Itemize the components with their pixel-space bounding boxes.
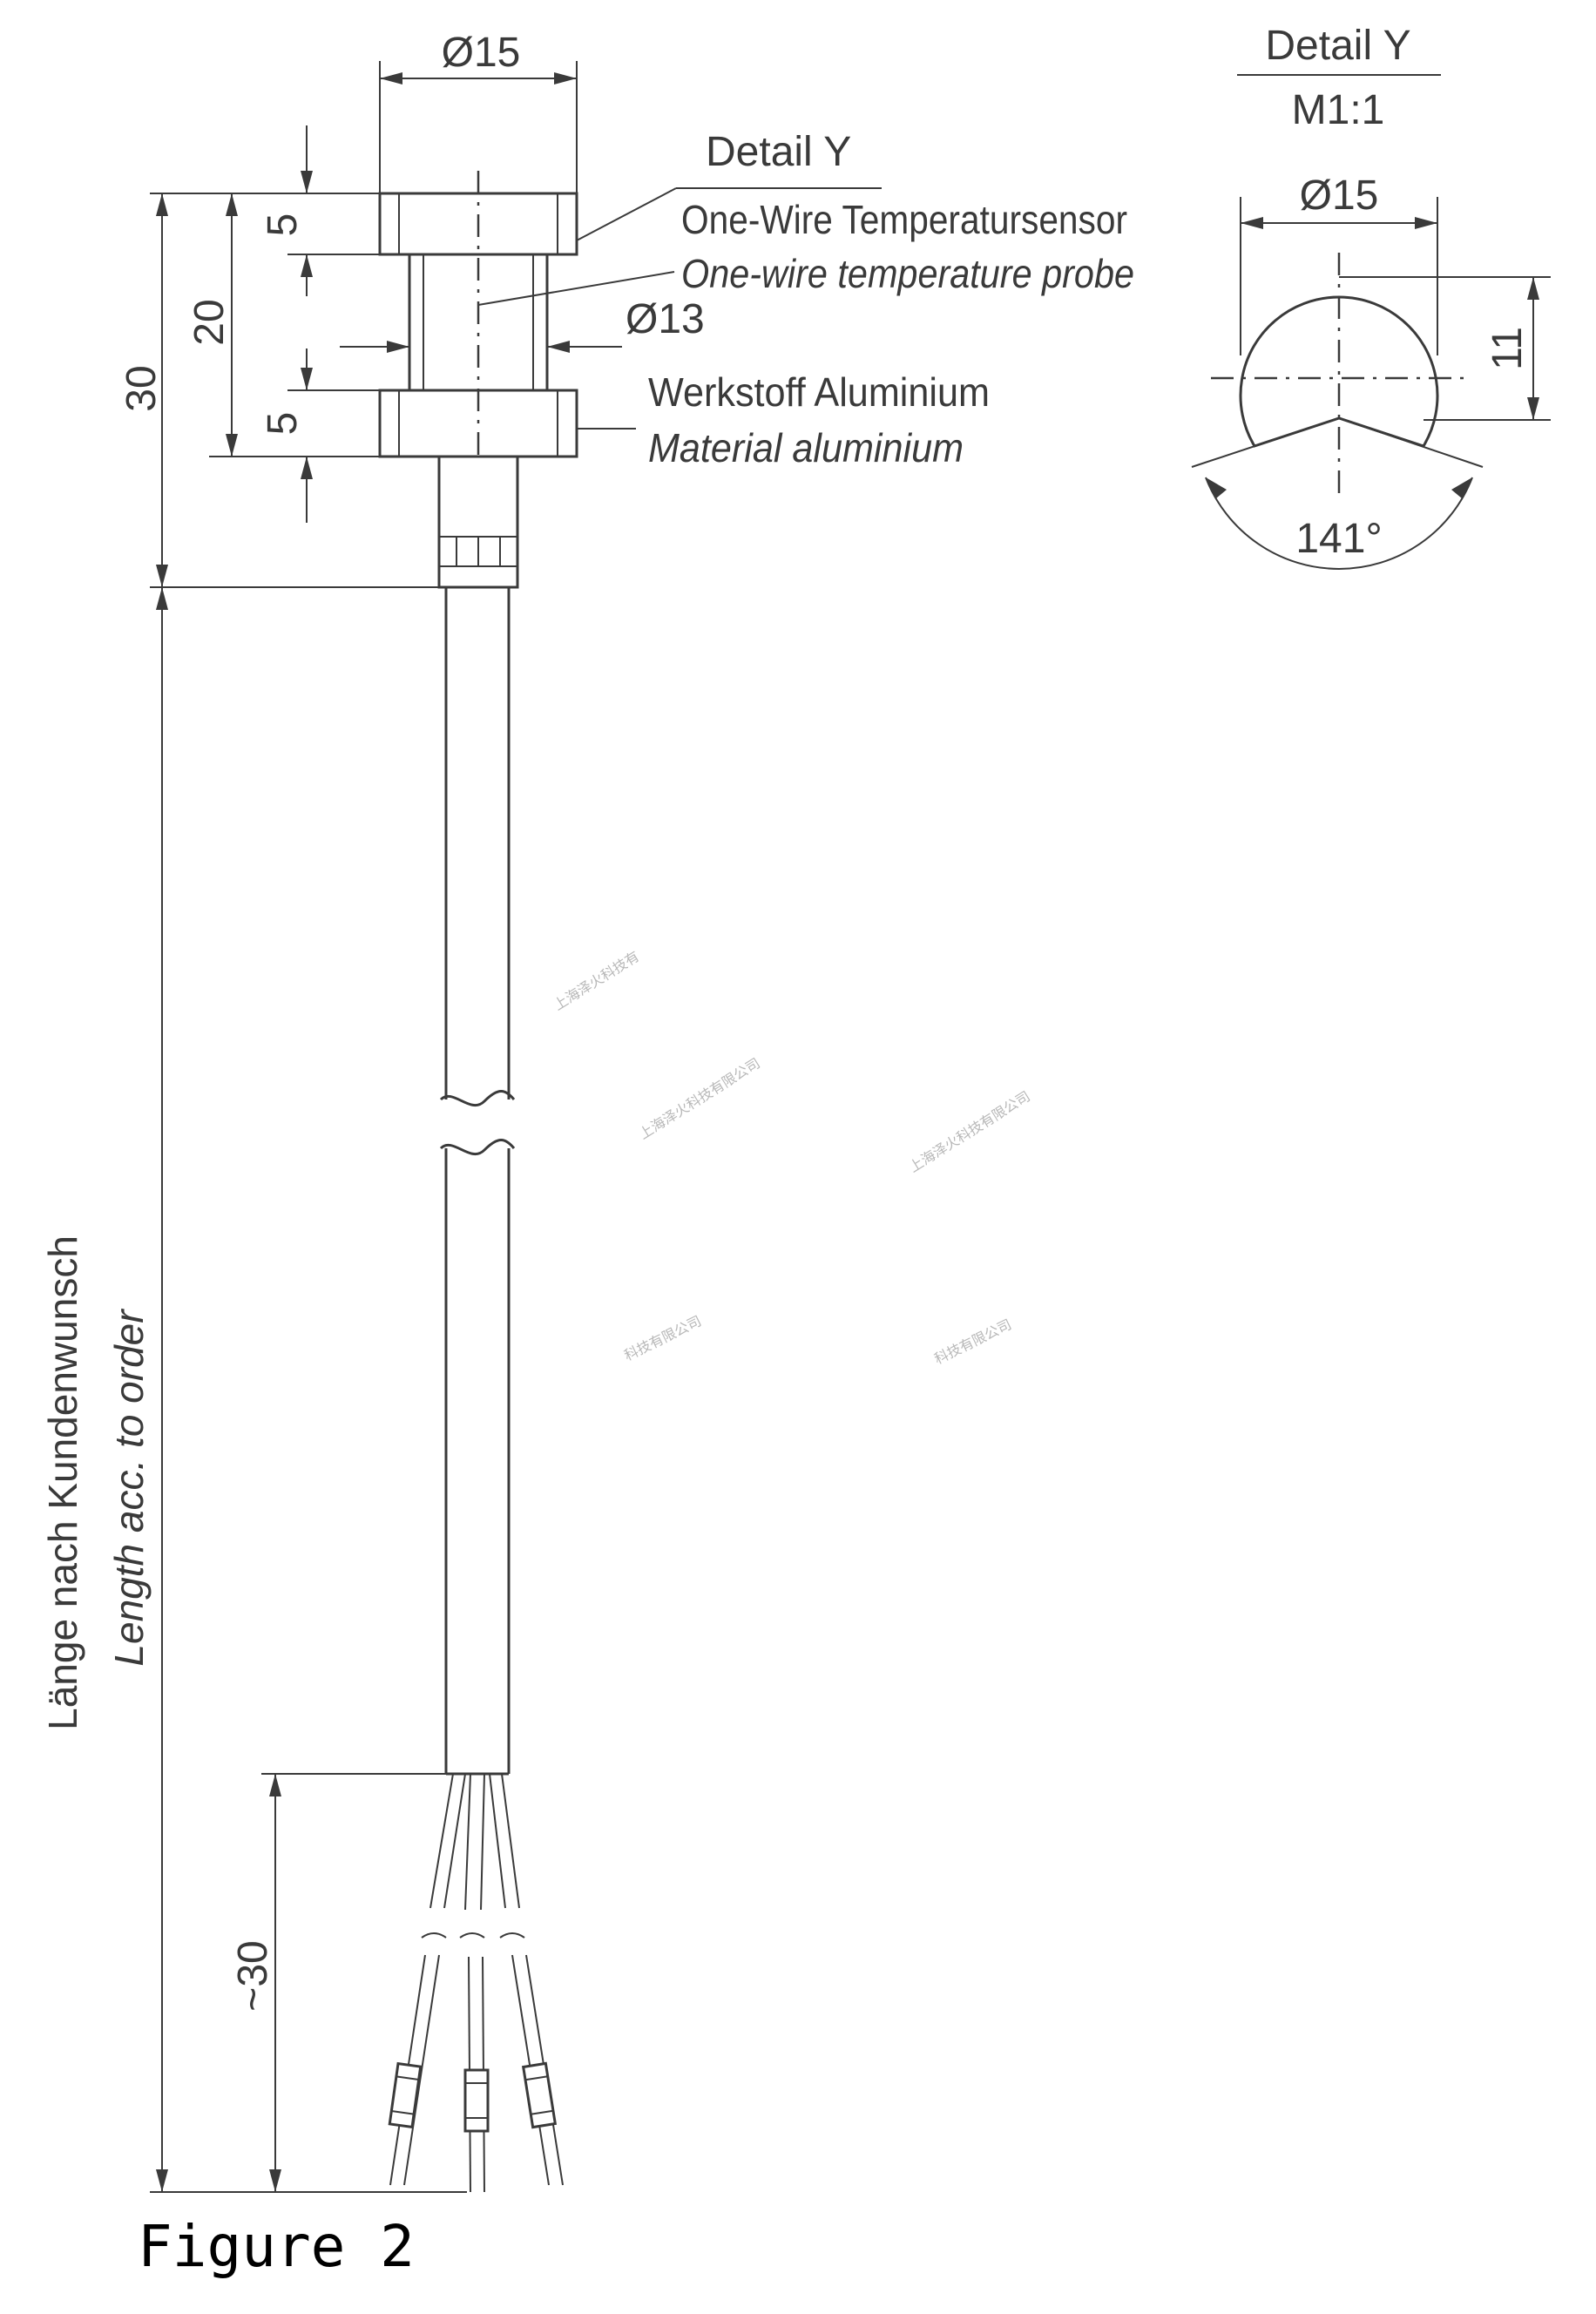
- svg-text:上海泽火科技有限公司: 上海泽火科技有限公司: [636, 1054, 763, 1142]
- dimension-cable-length: Länge nach Kundenwunsch Length acc. to o…: [40, 587, 168, 2192]
- material-label-de: Werkstoff Aluminium: [648, 369, 990, 415]
- dimension-height-30: 30: [118, 193, 168, 587]
- dim-label-dia-15: Ø15: [442, 30, 521, 76]
- detail-dim-height: 11: [1484, 327, 1531, 370]
- dim-label-5-top: 5: [260, 213, 306, 237]
- dimension-height-5-bottom: 5: [260, 348, 313, 523]
- svg-text:科技有限公司: 科技有限公司: [931, 1316, 1014, 1367]
- dimension-wire-length: ~30: [230, 1774, 281, 2192]
- detail-cross-section: [1239, 295, 1439, 448]
- length-label-de: Länge nach Kundenwunsch: [40, 1235, 85, 1730]
- sensor-label-de: One-Wire Temperatursensor: [681, 197, 1127, 242]
- detail-y-ref: Detail Y: [706, 129, 851, 175]
- extension-lines-left: [150, 193, 467, 2193]
- dimension-height-20: 20: [186, 193, 238, 457]
- dimension-height-5-top: 5: [260, 125, 313, 296]
- detail-angle: 141°: [1295, 516, 1382, 562]
- figure-caption: Figure 2: [138, 2213, 415, 2280]
- dim-label-30: 30: [118, 365, 165, 411]
- detail-dim-dia: Ø15: [1300, 173, 1379, 219]
- dim-label-dia-13: Ø13: [626, 296, 705, 342]
- svg-text:上海泽火科技有限公司: 上海泽火科技有限公司: [906, 1087, 1033, 1175]
- sensor-housing: [378, 171, 578, 558]
- dimension-dia-13: Ø13: [340, 296, 705, 353]
- detail-scale: M1:1: [1292, 87, 1385, 133]
- sensor-label-en: One-wire temperature probe: [681, 251, 1134, 296]
- dim-label-5-bottom: 5: [260, 412, 306, 436]
- cable: [439, 587, 516, 1776]
- detail-y-view: Detail Y M1:1 Ø15 11 141°: [1191, 23, 1551, 570]
- detail-title: Detail Y: [1265, 23, 1410, 69]
- leader-notes: Detail Y One-Wire Temperatursensor One-w…: [477, 129, 1134, 470]
- svg-text:科技有限公司: 科技有限公司: [621, 1312, 704, 1363]
- dimension-dia-15: Ø15: [379, 30, 578, 193]
- material-label-en: Material aluminium: [648, 425, 964, 470]
- dim-label-20: 20: [186, 299, 233, 345]
- length-label-en: Length acc. to order: [106, 1309, 152, 1667]
- svg-text:上海泽火科技有: 上海泽火科技有: [551, 948, 642, 1013]
- dim-label-wire-length: ~30: [230, 1940, 276, 2011]
- watermark: 上海泽火科技有 上海泽火科技有限公司 上海泽火科技有限公司 科技有限公司 科技有…: [551, 948, 1033, 1368]
- cable-sleeve: [437, 455, 519, 589]
- wire-leads: [388, 1773, 564, 2193]
